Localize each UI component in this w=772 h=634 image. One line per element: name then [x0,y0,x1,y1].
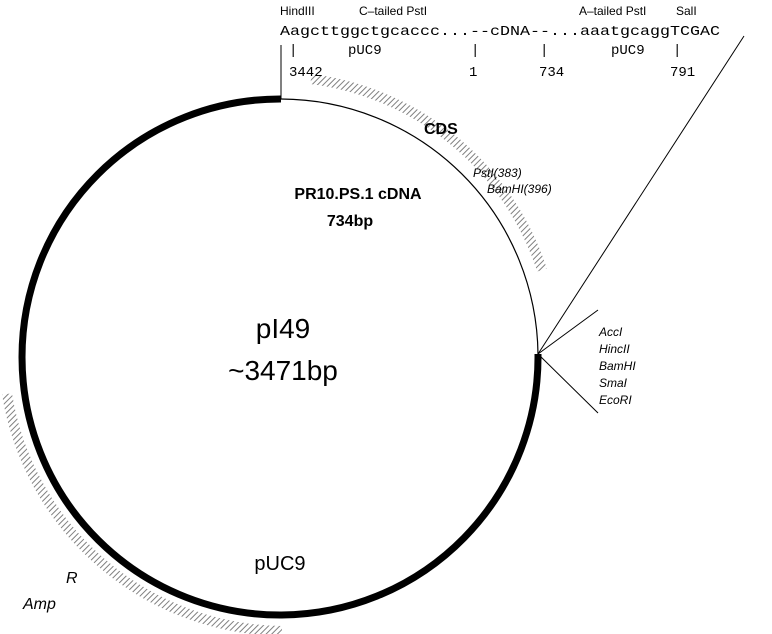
left-pUC9-label: pUC9 [348,43,382,59]
insert-arc [280,98,539,355]
vector-backbone-arc [18,95,542,619]
right-junction-line [537,35,745,355]
cds-arc [310,74,547,272]
tick-3442: | [289,43,297,59]
bamhi-396-label: BamHI(396) [487,182,552,196]
position-734: 734 [539,65,564,81]
a-tailed-psti-label: A–tailed PstI [579,4,646,18]
position-3442: 3442 [289,65,323,81]
amp-arc [2,393,283,634]
insert-name: PR10.PS.1 cDNA [294,186,422,203]
smai-label: SmaI [599,376,628,390]
amp-superscript: R [66,570,78,587]
junction-sequence: Aagcttggctgcaccc...--cDNA--...aaatgcaggT… [280,24,720,40]
plasmid-size: ~3471bp [228,355,338,386]
psti-383-label: PstI(383) [473,166,522,180]
polylinker-leader-lower [537,353,599,414]
hindiii-label: HindIII [280,4,315,18]
plasmid-name: pI49 [256,313,311,344]
insert-size: 734bp [327,213,373,230]
polylinker-bamhi-label: BamHI [599,359,636,373]
c-tailed-psti-label: C–tailed PstI [359,4,427,18]
ecori-label: EcoRI [599,393,632,407]
position-791: 791 [670,65,695,81]
right-pUC9-label: pUC9 [611,43,645,59]
tick-791: | [673,43,681,59]
sali-label: SalI [676,4,697,18]
tick-734: | [540,43,548,59]
cds-label: CDS [424,121,458,138]
vector-backbone-label: pUC9 [254,553,305,575]
amp-label: Amp [22,596,56,613]
hincii-label: HincII [599,342,630,356]
polylinker-leader-upper [537,309,599,355]
tick-1: | [471,43,479,59]
acci-label: AccI [598,325,623,339]
position-1: 1 [469,65,477,81]
